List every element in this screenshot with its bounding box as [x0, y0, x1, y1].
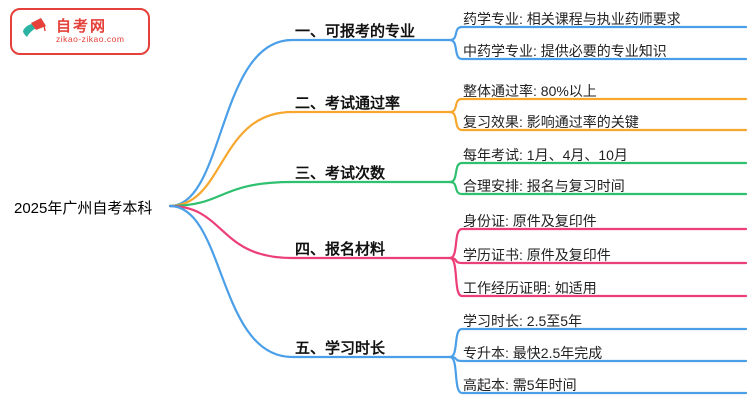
leaf-node: 中药学专业: 提供必要的专业知识 — [463, 43, 667, 59]
leaf-node: 复习效果: 影响通过率的关键 — [463, 114, 639, 130]
logo-icon — [20, 16, 50, 48]
leaf-node: 合理安排: 报名与复习时间 — [463, 178, 625, 194]
logo-site-domain: zikao-zikao.com — [56, 34, 125, 45]
branch-node-2: 二、考试通过率 — [295, 95, 401, 112]
root-node: 2025年广州自考本科 — [14, 200, 153, 217]
leaf-node: 每年考试: 1月、4月、10月 — [463, 147, 628, 163]
logo-text: 自考网 zikao-zikao.com — [56, 18, 124, 45]
site-logo: 自考网 zikao-zikao.com — [10, 8, 150, 55]
branch-2-lines — [168, 97, 748, 208]
branch-5-lines — [168, 204, 748, 395]
leaf-node: 工作经历证明: 如适用 — [463, 280, 597, 296]
branch-node-4: 四、报名材料 — [295, 241, 386, 258]
branch-node-1: 一、可报考的专业 — [295, 23, 416, 40]
branch-4-lines — [168, 204, 748, 298]
leaf-node: 专升本: 最快2.5年完成 — [463, 345, 603, 361]
leaf-node: 高起本: 需5年时间 — [463, 377, 577, 393]
leaf-node: 整体通过率: 80%以上 — [463, 83, 597, 99]
branch-node-5: 五、学习时长 — [295, 340, 386, 357]
leaf-node: 学习时长: 2.5至5年 — [463, 313, 583, 329]
branch-1-lines — [168, 25, 748, 208]
branch-3-lines — [168, 161, 748, 208]
logo-site-name: 自考网 — [56, 17, 108, 35]
leaf-node: 身份证: 原件及复印件 — [463, 213, 597, 229]
leaf-node: 学历证书: 原件及复印件 — [463, 247, 611, 263]
branch-node-3: 三、考试次数 — [295, 165, 386, 182]
leaf-node: 药学专业: 相关课程与执业药师要求 — [463, 11, 681, 27]
